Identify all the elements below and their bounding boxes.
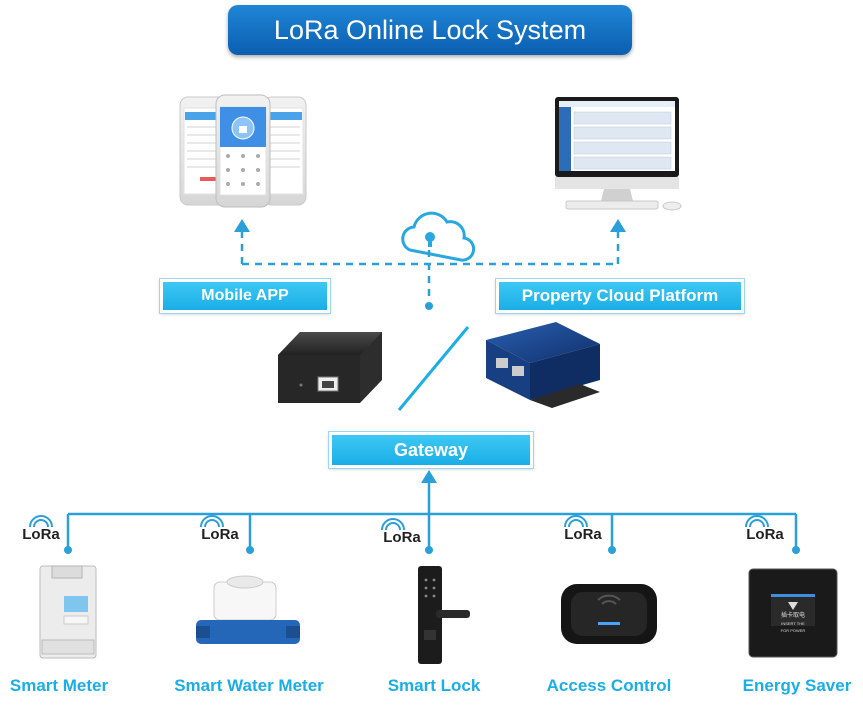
water-meter-icon bbox=[196, 575, 300, 644]
lora-wave-icons bbox=[29, 515, 769, 531]
device-label-access-control: Access Control bbox=[546, 676, 672, 695]
device-label-smart-lock: Smart Lock bbox=[387, 676, 481, 695]
device-label-water-meter: Smart Water Meter bbox=[174, 676, 324, 695]
energy-saver-icon bbox=[748, 568, 838, 658]
page-title: LoRa Online Lock System bbox=[228, 5, 632, 55]
gateway-device-blue bbox=[486, 322, 600, 408]
cloud-platform-label: Property Cloud Platform bbox=[495, 278, 745, 314]
access-control-icon bbox=[561, 584, 657, 644]
computer-monitor-icon bbox=[555, 97, 682, 211]
gateway-device-black bbox=[278, 332, 382, 403]
cloud-lock-icon bbox=[401, 211, 476, 262]
mobile-app-phones bbox=[179, 94, 307, 208]
lora-label-water-meter: LoRa bbox=[201, 526, 239, 543]
smart-lock-icon bbox=[418, 566, 470, 664]
card-text-cn: 插卡取电 bbox=[780, 613, 805, 619]
cloud-connectors bbox=[240, 232, 620, 302]
lora-label-meter: LoRa bbox=[22, 526, 60, 543]
lora-label-energy: LoRa bbox=[746, 526, 784, 543]
smart-meter-icon bbox=[39, 565, 97, 659]
lora-label-access: LoRa bbox=[564, 526, 602, 543]
gateway-label: Gateway bbox=[328, 431, 534, 469]
lora-label-lock: LoRa bbox=[383, 529, 421, 546]
energy-saver-card-text: 插卡取电 INSERT THE FOR POWER bbox=[780, 613, 806, 634]
card-text-en: INSERT THE FOR POWER bbox=[780, 621, 806, 633]
device-label-energy-saver: Energy Saver bbox=[742, 676, 852, 695]
mobile-app-label: Mobile APP bbox=[159, 278, 331, 314]
lora-bus bbox=[66, 481, 798, 547]
device-label-smart-meter: Smart Meter bbox=[9, 676, 109, 695]
